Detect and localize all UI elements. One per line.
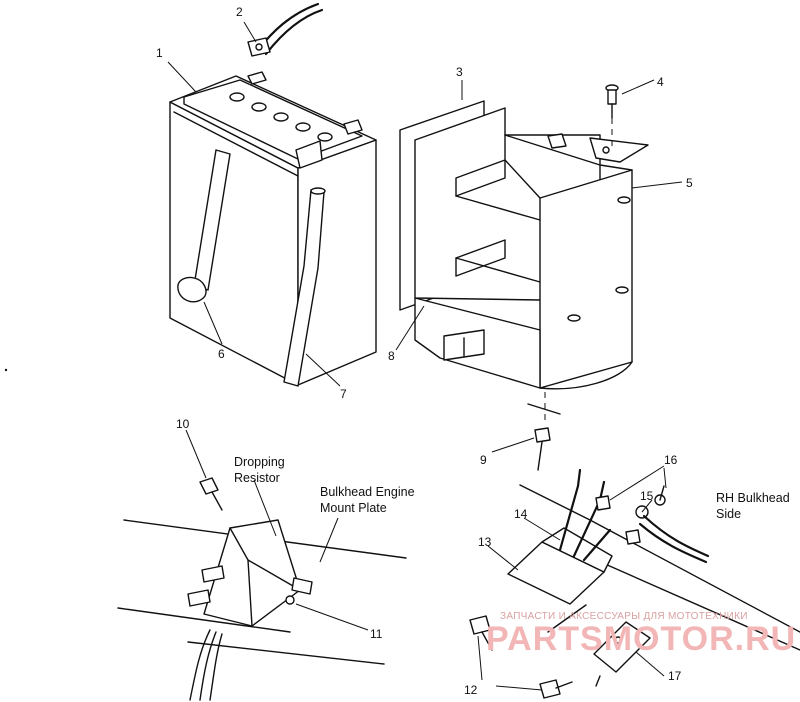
- callout-6: 6: [218, 347, 225, 361]
- label-rh-bulkhead-line1: RH Bulkhead: [716, 491, 790, 505]
- callout-numbers: 1 2 3 4 5 6 7 8 9 10 11 12 13 14 15 16 1…: [156, 5, 693, 697]
- relay-assembly: [469, 468, 800, 699]
- text-labels: Dropping Resistor Bulkhead Engine Mount …: [234, 455, 790, 521]
- callout-5: 5: [686, 176, 693, 190]
- callout-7: 7: [340, 387, 347, 401]
- stray-dot: [4, 368, 8, 372]
- dropping-resistor-assembly: [117, 477, 407, 701]
- callout-15: 15: [640, 489, 654, 503]
- label-bulkhead-plate-line1: Bulkhead Engine: [320, 485, 415, 499]
- bolt-4: [605, 84, 619, 148]
- watermark-large: PARTSMOTOR.RU: [486, 620, 796, 658]
- callout-8: 8: [388, 349, 395, 363]
- callout-17: 17: [668, 669, 682, 683]
- callout-2: 2: [236, 5, 243, 19]
- label-bulkhead-plate-line2: Mount Plate: [320, 501, 387, 515]
- callout-1: 1: [156, 46, 163, 60]
- callout-3: 3: [456, 65, 463, 79]
- label-dropping-resistor-line1: Dropping: [234, 455, 285, 469]
- callout-12: 12: [464, 683, 478, 697]
- callout-9: 9: [480, 453, 487, 467]
- callout-16: 16: [664, 453, 678, 467]
- watermark-small: ЗАПЧАСТИ И АКСЕССУАРЫ ДЛЯ МОТОТЕХНИКИ: [500, 611, 748, 622]
- callout-14: 14: [514, 507, 528, 521]
- callout-11: 11: [370, 627, 383, 641]
- battery-box: [399, 100, 649, 390]
- battery-cable: [247, 2, 324, 57]
- nut-9: [527, 392, 561, 471]
- callout-4: 4: [657, 75, 664, 89]
- callout-10: 10: [176, 417, 190, 431]
- battery: [169, 71, 377, 387]
- callout-13: 13: [478, 535, 492, 549]
- leader-lines: [167, 21, 683, 691]
- watermark: ЗАПЧАСТИ И АКСЕССУАРЫ ДЛЯ МОТОТЕХНИКИ PA…: [486, 611, 796, 658]
- label-dropping-resistor-line2: Resistor: [234, 471, 280, 485]
- label-rh-bulkhead-line2: Side: [716, 507, 741, 521]
